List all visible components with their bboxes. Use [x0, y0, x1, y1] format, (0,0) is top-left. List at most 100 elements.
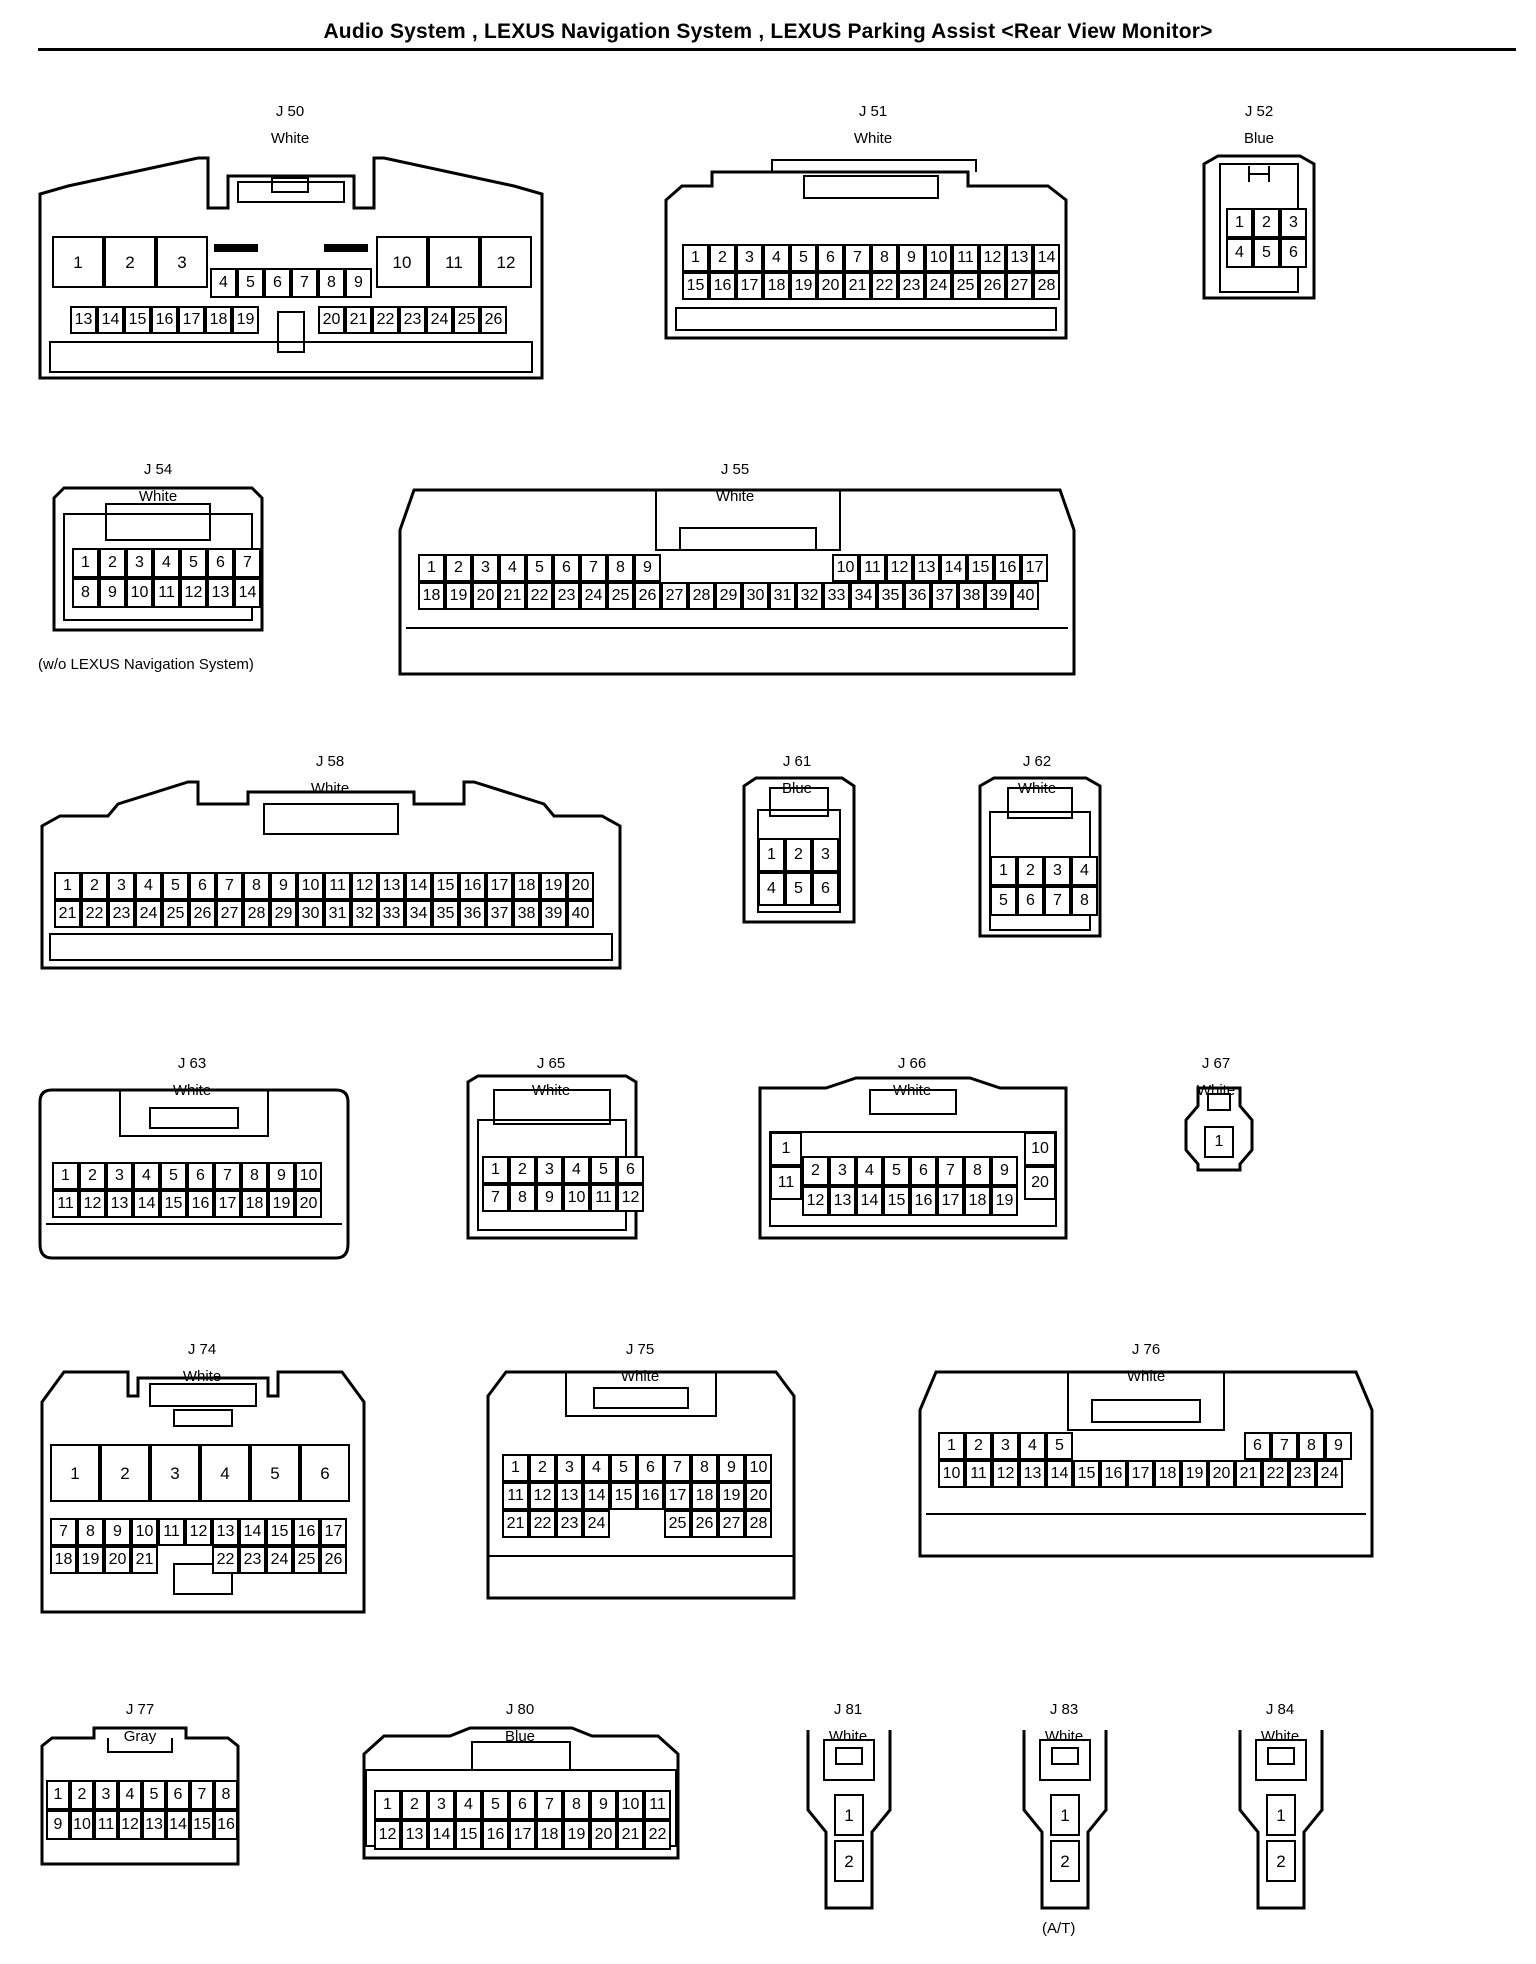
pin-cell: 8 [563, 1790, 590, 1820]
pin-cell: 16 [482, 1820, 509, 1850]
pin-cell: 9 [634, 554, 661, 582]
pin-cell: 5 [162, 872, 189, 900]
pin-cell: 10 [376, 236, 428, 288]
pin-cell: 16 [214, 1810, 238, 1840]
pin-cell: 36 [459, 900, 486, 928]
connector-note-j83: (A/T) [1042, 1920, 1076, 1937]
pin-cell: 10 [126, 578, 153, 608]
pin-cell: 7 [50, 1518, 77, 1546]
pin-cell: 2 [70, 1780, 94, 1810]
pin-cell: 21 [131, 1546, 158, 1574]
pin-cell: 10 [295, 1162, 322, 1190]
pin-cell: 16 [293, 1518, 320, 1546]
pin-cell: 8 [72, 578, 99, 608]
pin-cell: 2 [785, 838, 812, 872]
pin-cell: 11 [590, 1184, 617, 1212]
pin-cell: 12 [992, 1460, 1019, 1488]
pin-cell: 17 [1127, 1460, 1154, 1488]
pin-cell: 37 [931, 582, 958, 610]
pin-cell: 22 [372, 306, 399, 334]
pin-cell: 11 [952, 244, 979, 272]
pin-cell: 6 [264, 268, 291, 298]
pin-cell: 3 [829, 1156, 856, 1186]
pin-cell: 9 [898, 244, 925, 272]
pin-cell: 26 [979, 272, 1006, 300]
pin-cell: 1 [52, 236, 104, 288]
pin-cell: 20 [1024, 1166, 1056, 1200]
pin-cell: 20 [104, 1546, 131, 1574]
pin-cell: 4 [563, 1156, 590, 1184]
pin-cell: 10 [938, 1460, 965, 1488]
pin-cell: 19 [77, 1546, 104, 1574]
pin-cell: 24 [266, 1546, 293, 1574]
connector-id: J 52 [1244, 103, 1274, 120]
pin-cell: 3 [1280, 208, 1307, 238]
pin-cell: 3 [428, 1790, 455, 1820]
pin-cell: 16 [910, 1186, 937, 1216]
pin-cell: 20 [745, 1482, 772, 1510]
pin-cell: 40 [567, 900, 594, 928]
pin-cell: 10 [563, 1184, 590, 1212]
pin-cell: 22 [871, 272, 898, 300]
pin-cell: 15 [432, 872, 459, 900]
pin-cell: 9 [46, 1810, 70, 1840]
pin-cell: 13 [556, 1482, 583, 1510]
connector-color: White [138, 488, 178, 505]
pin-cell: 9 [99, 578, 126, 608]
pin-cell: 1 [834, 1794, 864, 1836]
connector-id: J 65 [536, 1055, 566, 1072]
pin-cell: 21 [502, 1510, 529, 1538]
pin-cell: 25 [664, 1510, 691, 1538]
pin-cell: 17 [1021, 554, 1048, 582]
pin-cell: 18 [691, 1482, 718, 1510]
pin-cell: 37 [486, 900, 513, 928]
pin-cell: 12 [79, 1190, 106, 1218]
pin-cell: 35 [877, 582, 904, 610]
pin-cell: 15 [124, 306, 151, 334]
connector-outline [398, 488, 1076, 676]
pin-cell: 9 [590, 1790, 617, 1820]
pin-cell: 28 [1033, 272, 1060, 300]
pin-cell: 19 [718, 1482, 745, 1510]
pin-cell: 26 [691, 1510, 718, 1538]
pin-cell: 24 [426, 306, 453, 334]
pin-cell: 1 [502, 1454, 529, 1482]
pin-cell: 11 [153, 578, 180, 608]
pin-cell: 22 [1262, 1460, 1289, 1488]
pin-cell: 10 [297, 872, 324, 900]
pin-cell: 23 [399, 306, 426, 334]
pin-cell: 39 [540, 900, 567, 928]
pin-cell: 5 [482, 1790, 509, 1820]
pin-cell: 35 [432, 900, 459, 928]
pin-cell: 16 [637, 1482, 664, 1510]
pin-cell: 7 [580, 554, 607, 582]
pin-cell: 11 [94, 1810, 118, 1840]
pin-cell: 2 [802, 1156, 829, 1186]
pin-cell: 21 [844, 272, 871, 300]
pin-cell: 9 [270, 872, 297, 900]
pin-cell: 3 [150, 1444, 200, 1502]
pin-cell: 18 [205, 306, 232, 334]
pin-cell: 27 [661, 582, 688, 610]
pin-cell: 6 [637, 1454, 664, 1482]
pin-cell: 1 [990, 856, 1017, 886]
connector-color: Blue [1243, 130, 1275, 147]
connector-color: White [715, 488, 755, 505]
pin-cell: 3 [992, 1432, 1019, 1460]
pin-cell: 4 [1019, 1432, 1046, 1460]
connector-outline [1022, 1730, 1108, 1910]
pin-cell: 5 [883, 1156, 910, 1186]
pin-cell: 7 [190, 1780, 214, 1810]
pin-cell: 22 [81, 900, 108, 928]
pin-cell: 18 [964, 1186, 991, 1216]
pin-cell: 1 [482, 1156, 509, 1184]
pin-cell: 1 [1050, 1794, 1080, 1836]
pin-cell: 4 [455, 1790, 482, 1820]
connector-id: J 51 [858, 103, 888, 120]
